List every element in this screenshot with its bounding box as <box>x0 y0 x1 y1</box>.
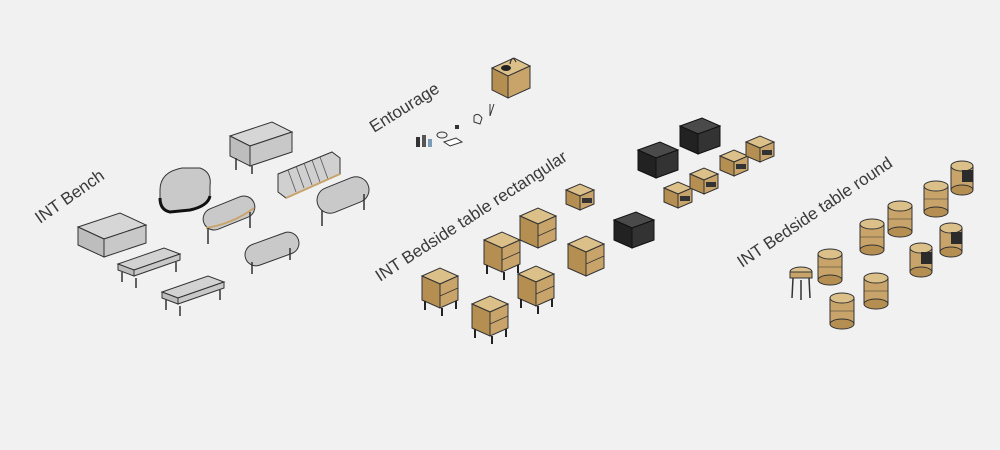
nightstand-black-1 <box>637 141 679 179</box>
entourage-bottles <box>416 135 432 147</box>
round-table-dark-2 <box>939 222 963 258</box>
nightstand-wood-legs-3 <box>422 268 458 316</box>
round-table-2 <box>887 200 913 238</box>
entourage-tray <box>442 137 464 147</box>
nightstand-box-1 <box>663 181 693 209</box>
nightstand-black-3 <box>613 211 655 249</box>
round-table-dark-1 <box>950 160 974 196</box>
bench-pill-small <box>241 228 303 275</box>
round-table-4 <box>817 248 843 286</box>
bench-flat-1 <box>117 247 181 289</box>
nightstand-wood-legs-1 <box>484 232 520 280</box>
bench-oval-large <box>316 176 370 226</box>
bench-pill-large <box>158 167 212 214</box>
group-label-bench: INT Bench <box>31 166 107 227</box>
entourage-items <box>416 57 532 147</box>
nightstand-wood-legs-2 <box>518 266 554 314</box>
bench-items <box>77 121 370 317</box>
entourage-bowl <box>436 131 448 139</box>
entourage-towel-ring <box>473 113 483 125</box>
round-table-6 <box>829 292 855 330</box>
bench-channel-tufted <box>277 151 341 199</box>
nightstand-box-2 <box>689 167 719 195</box>
entourage-reed-diffuser <box>489 103 495 117</box>
bedside-round-items <box>789 160 974 330</box>
entourage-sink-cabinet <box>490 57 532 99</box>
round-table-dark-3 <box>909 242 933 278</box>
bedside-rect-items <box>422 117 775 344</box>
round-table-3 <box>859 218 885 256</box>
nightstand-wood-flat <box>565 183 595 211</box>
bench-tufted-block <box>228 121 294 174</box>
round-table-5 <box>863 272 889 310</box>
group-label-entourage: Entourage <box>366 79 443 137</box>
round-stool <box>789 266 813 300</box>
nightstand-box-4 <box>745 135 775 163</box>
nightstand-wood-legs-4 <box>472 296 508 344</box>
round-table-1 <box>923 180 949 218</box>
bench-flat-2 <box>161 275 225 317</box>
nightstand-box-3 <box>719 149 749 177</box>
nightstand-wood-1 <box>519 207 557 249</box>
entourage-soap <box>455 125 459 129</box>
nightstand-wood-2 <box>567 235 605 277</box>
nightstand-black-2 <box>679 117 721 155</box>
bench-oval-wood <box>202 195 256 244</box>
bench-box-1 <box>77 212 147 258</box>
